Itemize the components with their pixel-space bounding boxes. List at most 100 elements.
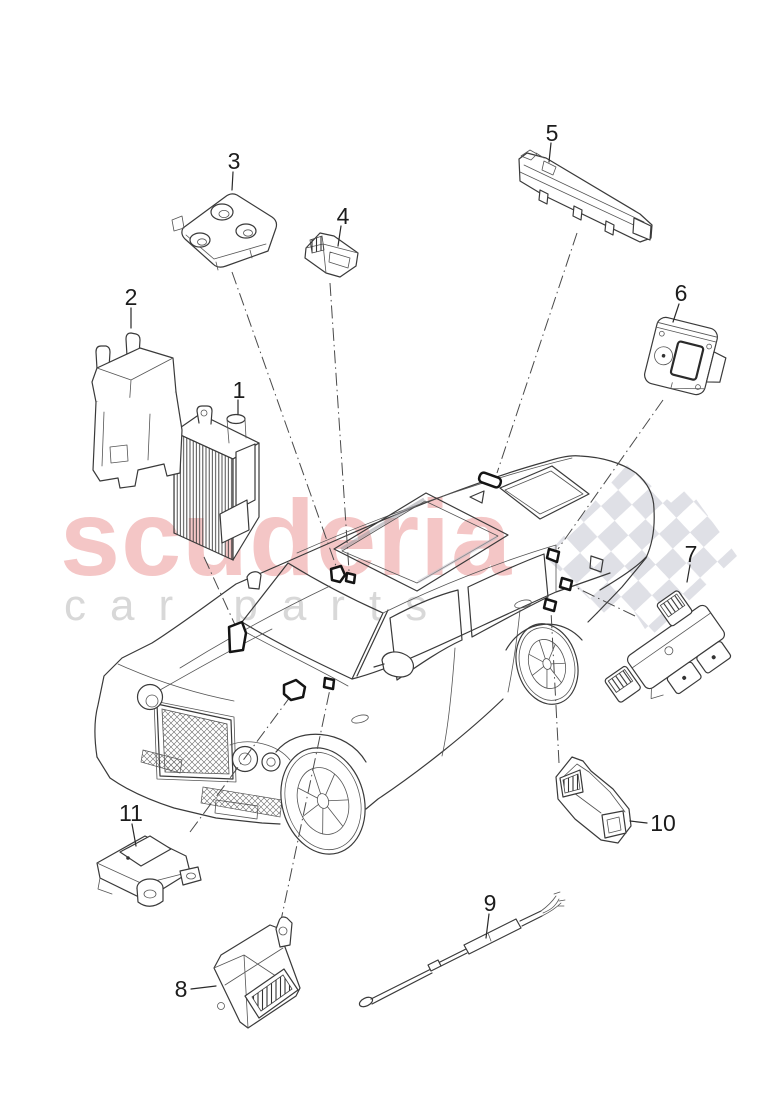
windshield	[241, 562, 389, 680]
part-10-group[interactable]: 10	[542, 597, 676, 844]
far-side-mirror	[246, 571, 262, 590]
sunroof-shading	[340, 497, 425, 551]
part-8-location-marker[interactable]	[322, 676, 336, 691]
grille-frame	[156, 703, 234, 780]
cowl-line	[239, 628, 349, 687]
part-1-location-marker[interactable]	[227, 620, 248, 654]
part-6-group[interactable]: 6	[545, 280, 732, 564]
part-10-label-tick	[629, 820, 648, 824]
part-2-illustration[interactable]	[91, 332, 183, 489]
part-10-location-marker[interactable]	[542, 597, 558, 613]
rear-window	[499, 465, 590, 520]
part-9-illustration[interactable]	[358, 891, 566, 1009]
hood-front-edge	[117, 663, 235, 702]
door-cut-lines	[441, 609, 521, 757]
part-8-illustration[interactable]	[213, 916, 301, 1029]
part-1-group[interactable]: 1	[173, 377, 260, 654]
car-body-outline	[94, 455, 655, 758]
part-3-illustration[interactable]	[171, 193, 278, 271]
part-8-label-tick	[190, 985, 217, 990]
rear-wheel	[515, 623, 579, 705]
part-7-group[interactable]: 7	[558, 541, 739, 725]
bumper-mesh	[200, 786, 283, 818]
front-wheel	[280, 747, 366, 855]
car-front-lower-outline	[96, 756, 281, 825]
part-10-leader-line	[550, 610, 560, 764]
part-5-location-marker[interactable]	[477, 471, 503, 489]
side-window-top	[382, 544, 557, 614]
part-6-illustration[interactable]	[643, 316, 732, 400]
part-4-group[interactable]: 4	[304, 203, 359, 585]
part-5-group[interactable]: 5	[477, 120, 653, 489]
part-11-leader-line	[189, 696, 291, 833]
beltline	[351, 572, 611, 680]
part-1-illustration[interactable]	[173, 405, 260, 561]
left-headlight-inner	[145, 694, 159, 708]
checkered-flag-watermark	[545, 465, 737, 637]
part-9-group[interactable]: 9	[358, 890, 566, 1009]
rear-wheel-arch	[505, 623, 583, 651]
part-9-label-tick	[485, 913, 490, 939]
rear-door-window	[467, 553, 549, 638]
car-sill-line	[365, 698, 504, 810]
part-11-label[interactable]: 11	[119, 800, 143, 826]
part-4-leader-line	[329, 282, 350, 572]
part-10-label[interactable]: 10	[650, 810, 676, 836]
fog-intake-mesh	[140, 749, 183, 774]
right-headlight-outer-2	[261, 752, 281, 772]
part-2-group[interactable]: 2	[91, 284, 183, 489]
part-6-location-marker[interactable]	[545, 547, 561, 564]
part-3-label[interactable]: 3	[228, 148, 241, 174]
sunroof-shading-2	[417, 535, 498, 584]
part-7-illustration[interactable]	[586, 582, 739, 725]
part-1-label[interactable]: 1	[233, 377, 246, 403]
grille-mesh	[161, 708, 230, 775]
part-9-label[interactable]: 9	[484, 890, 497, 916]
front-wheel-arch	[275, 733, 367, 763]
part-6-label[interactable]: 6	[675, 280, 688, 306]
taillight	[589, 555, 604, 573]
part-4-label[interactable]: 4	[337, 203, 350, 229]
part-3-location-marker[interactable]	[329, 564, 347, 584]
part-5-leader-line	[496, 232, 578, 474]
part-7-label-tick	[686, 564, 691, 583]
part-7-leader-line	[574, 586, 636, 617]
roof-fin	[469, 490, 485, 504]
right-headlight-inner	[238, 752, 252, 766]
left-headlight-outer	[136, 683, 164, 711]
part-10-illustration[interactable]	[555, 756, 632, 844]
part-2-label[interactable]: 2	[125, 284, 138, 310]
watermark: scuderia car parts	[60, 465, 737, 637]
sunroof-inner	[341, 500, 499, 584]
part-11-group[interactable]: 11	[96, 678, 307, 907]
headlight-housing	[229, 741, 291, 761]
part-3-leader-line	[231, 271, 337, 567]
part-7-label[interactable]: 7	[685, 541, 698, 567]
roof-rail	[296, 457, 573, 554]
part-8-leader-line	[279, 688, 331, 926]
hood-creases	[159, 585, 331, 691]
part-7-location-marker[interactable]	[558, 576, 574, 592]
right-headlight-outer	[231, 745, 259, 773]
part-5-label[interactable]: 5	[546, 120, 559, 146]
part-11-location-marker[interactable]	[282, 678, 307, 702]
part-5-label-tick	[548, 142, 552, 163]
part-3-label-tick	[231, 171, 234, 191]
part-3-group[interactable]: 3	[171, 148, 347, 584]
rear-door-handle	[514, 599, 532, 609]
rear-window-inner	[504, 470, 584, 515]
part-8-label[interactable]: 8	[175, 976, 188, 1002]
part-4-location-marker[interactable]	[344, 571, 357, 585]
part-1-leader-line	[203, 556, 237, 628]
part-8-group[interactable]: 8	[175, 676, 336, 1029]
part-4-label-tick	[337, 225, 342, 247]
plate-recess	[214, 799, 259, 820]
part-11-illustration[interactable]	[96, 835, 202, 907]
car-rear-lower-outline	[587, 556, 647, 623]
side-mirror	[373, 651, 414, 678]
watermark-brand-text: scuderia	[60, 477, 512, 598]
part-5-illustration[interactable]	[518, 149, 653, 243]
front-door-handle	[351, 714, 369, 724]
part-4-illustration[interactable]	[304, 232, 359, 278]
